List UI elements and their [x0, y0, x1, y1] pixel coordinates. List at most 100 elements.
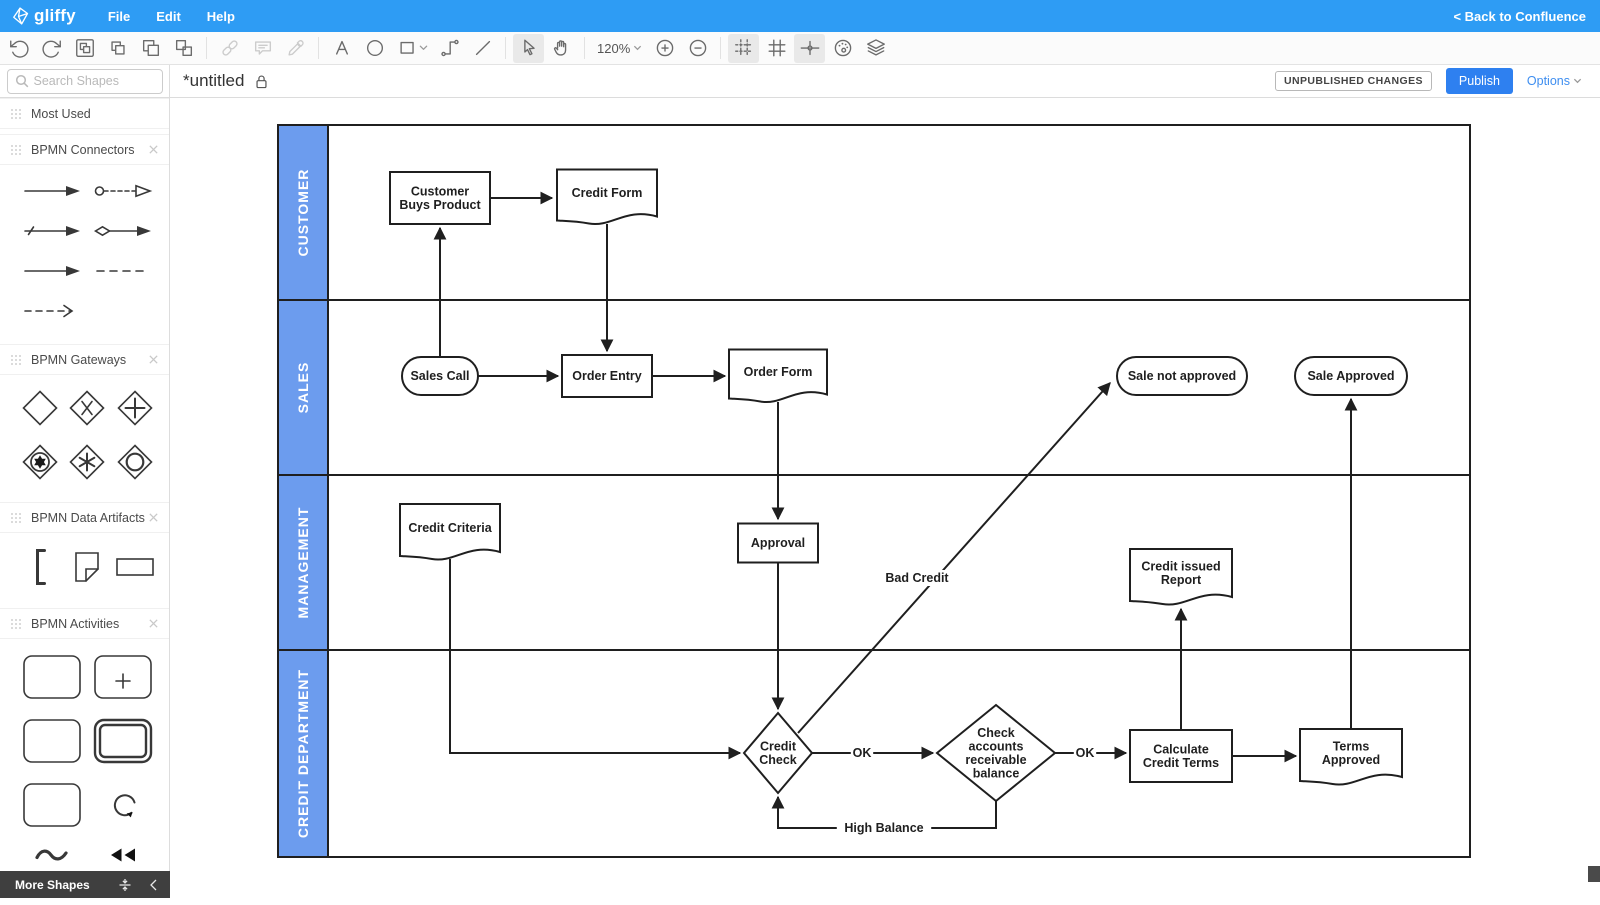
- edge-bad-credit-flow[interactable]: [797, 382, 1111, 734]
- shape-item-gw-inclusive[interactable]: [116, 443, 154, 481]
- shape-item-gw-exclusive[interactable]: [21, 389, 59, 427]
- shape-item-conn-message-flow[interactable]: [93, 179, 153, 203]
- close-section-icon[interactable]: [148, 512, 159, 523]
- group-button[interactable]: [69, 34, 100, 63]
- shape-item-act-tilde[interactable]: [32, 845, 72, 865]
- menu-file[interactable]: File: [107, 8, 131, 24]
- node-sale-approved[interactable]: Sale Approved: [1294, 356, 1408, 396]
- grid-toggle-button[interactable]: [761, 34, 792, 63]
- text-tool-button[interactable]: [326, 34, 357, 63]
- lane-management[interactable]: MANAGEMENT: [277, 474, 1471, 651]
- connector-tool-button[interactable]: [434, 34, 465, 63]
- drag-handle-icon[interactable]: [10, 512, 22, 524]
- shape-item-gw-parallel[interactable]: [116, 389, 154, 427]
- select-tool-button[interactable]: [513, 33, 544, 63]
- shape-item-conn-solid-arrow[interactable]: [22, 179, 82, 203]
- shape-item-da-data-object[interactable]: [70, 549, 104, 585]
- line-tool-button[interactable]: [467, 34, 498, 63]
- document-header: *untitled UNPUBLISHED CHANGES Publish Op…: [0, 65, 1600, 98]
- collapse-panel-icon[interactable]: [118, 878, 132, 892]
- zoom-in-button[interactable]: [649, 34, 680, 63]
- section-label: BPMN Gateways: [31, 352, 127, 367]
- close-section-icon[interactable]: [148, 354, 159, 365]
- zoom-out-button[interactable]: [682, 34, 713, 63]
- guides-toggle-button[interactable]: [794, 33, 826, 63]
- shape-item-gw-exclusive-x[interactable]: [68, 389, 106, 427]
- node-order-form[interactable]: Order Form: [728, 348, 828, 404]
- sidebar-section-bpmn-data-artifacts[interactable]: BPMN Data Artifacts: [0, 502, 169, 533]
- shape-item-act-task-3[interactable]: [21, 781, 83, 829]
- node-order-entry[interactable]: Order Entry: [561, 354, 653, 398]
- lock-icon[interactable]: [253, 73, 270, 90]
- sidebar-section-bpmn-activities[interactable]: BPMN Activities: [0, 608, 169, 639]
- drag-handle-icon[interactable]: [10, 144, 22, 156]
- chevron-left-icon[interactable]: [148, 878, 158, 892]
- shape-item-act-task-2[interactable]: [21, 717, 83, 765]
- shape-item-act-rewind[interactable]: [108, 846, 138, 864]
- shape-item-gw-complex[interactable]: [68, 443, 106, 481]
- publish-button[interactable]: Publish: [1445, 68, 1513, 94]
- sidebar-section-bpmn-gateways[interactable]: BPMN Gateways: [0, 344, 169, 375]
- edge-criteria-to-creditcheck[interactable]: [449, 559, 742, 760]
- pan-tool-button[interactable]: [546, 34, 577, 63]
- more-shapes-bar[interactable]: More Shapes: [0, 871, 170, 898]
- shape-item-act-task[interactable]: [21, 653, 83, 701]
- menu-help[interactable]: Help: [206, 8, 235, 24]
- shape-item-act-loop[interactable]: [105, 787, 141, 823]
- shape-item-conn-dashed-open-arrow[interactable]: [22, 299, 82, 323]
- search-box[interactable]: [6, 68, 163, 94]
- shape-item-conn-default-flow[interactable]: [22, 219, 82, 243]
- shape-item-conn-conditional-flow[interactable]: [93, 219, 153, 243]
- add-comment-icon: [254, 41, 271, 55]
- menu-edit[interactable]: Edit: [156, 8, 181, 24]
- bring-forward-button[interactable]: [135, 34, 166, 63]
- close-section-icon[interactable]: [148, 144, 159, 155]
- layers-button[interactable]: [860, 34, 891, 63]
- options-dropdown[interactable]: Options: [1527, 74, 1582, 88]
- shape-item-da-bracket[interactable]: [32, 547, 48, 587]
- menubar: File Edit Help: [108, 9, 235, 24]
- node-sale-not-approved[interactable]: Sale not approved: [1116, 356, 1248, 396]
- close-section-icon[interactable]: [148, 618, 159, 629]
- send-backward-button[interactable]: [168, 34, 199, 63]
- zoom-level-dropdown[interactable]: 120%: [591, 34, 648, 63]
- back-to-confluence-link[interactable]: < Back to Confluence: [1453, 8, 1586, 24]
- sidebar-section-bpmn-connectors[interactable]: BPMN Connectors: [0, 134, 169, 165]
- connector-tool-icon: [440, 39, 459, 57]
- shape-item-act-call-activity[interactable]: [92, 717, 154, 765]
- shape-item-conn-dashed[interactable]: [93, 259, 153, 283]
- ungroup-button[interactable]: [102, 34, 133, 63]
- ellipse-tool-button[interactable]: [359, 34, 390, 63]
- snap-to-grid-button[interactable]: [728, 33, 760, 63]
- sidebar-section-most-used[interactable]: Most Used: [0, 98, 169, 129]
- lane-credit-department[interactable]: CREDIT DEPARTMENT: [277, 649, 1471, 858]
- shape-item-conn-solid-arrow-2[interactable]: [22, 259, 82, 283]
- node-sales-call[interactable]: Sales Call: [401, 356, 479, 396]
- node-approval[interactable]: Approval: [737, 522, 819, 564]
- search-input[interactable]: [33, 74, 152, 88]
- undo-button[interactable]: [3, 34, 34, 63]
- shape-grid: [0, 533, 169, 603]
- gliffy-logo: gliffy: [10, 6, 76, 26]
- lane-sales[interactable]: SALES: [277, 299, 1471, 476]
- node-credit-criteria[interactable]: Credit Criteria: [399, 503, 501, 561]
- shape-item-gw-complex-star[interactable]: [21, 443, 59, 481]
- canvas-corner-handle[interactable]: [1588, 866, 1600, 882]
- shape-tool-button[interactable]: [392, 34, 432, 63]
- drag-handle-icon[interactable]: [10, 108, 22, 120]
- drag-handle-icon[interactable]: [10, 618, 22, 630]
- shape-item-act-subprocess[interactable]: [92, 653, 154, 701]
- redo-button[interactable]: [36, 34, 67, 63]
- shape-item-da-rectangle[interactable]: [114, 554, 156, 580]
- drag-handle-icon[interactable]: [10, 354, 22, 366]
- node-credit-form[interactable]: Credit Form: [556, 168, 658, 226]
- document-title[interactable]: *untitled: [183, 71, 245, 90]
- drawing-theme-button[interactable]: [827, 34, 858, 63]
